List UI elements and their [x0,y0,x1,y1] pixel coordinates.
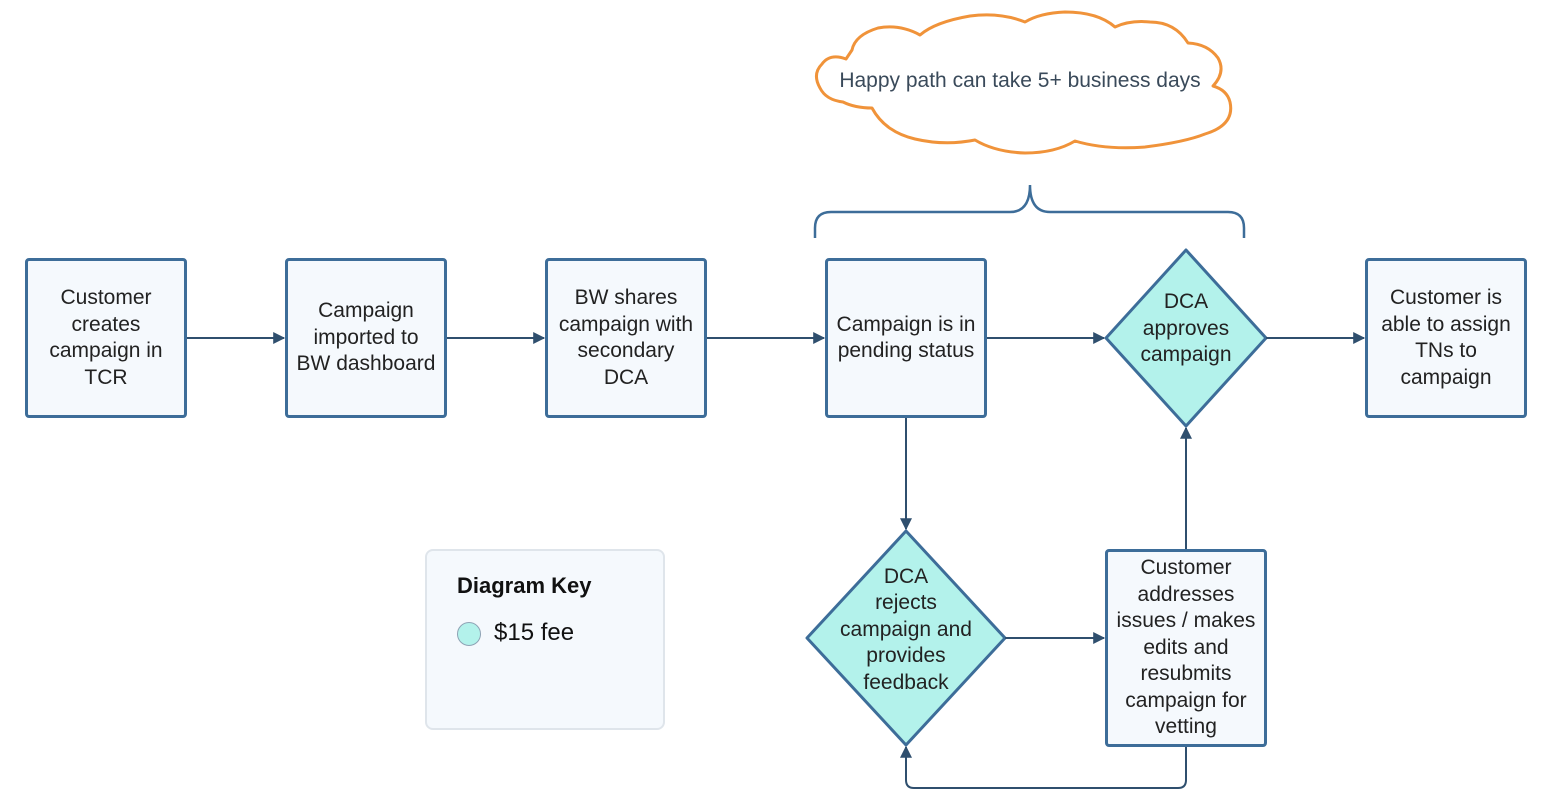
cloud-shape [815,10,1233,155]
node-customer-resubmits: Customer addresses issues / makes edits … [1105,549,1267,747]
fee-swatch-icon [457,622,481,646]
decision-label-dca-rejects: DCA rejects campaign and provides feedba… [840,564,972,694]
decision-diamond-rejects [805,529,1007,747]
decision-diamond-approves [1104,248,1268,428]
diagram-key-title: Diagram Key [457,573,592,598]
node-campaign-imported: Campaign imported to BW dashboard [285,258,447,418]
diagram-key-item-label: $15 fee [494,619,575,646]
decision-label-dca-approves: DCA approves campaign [1140,290,1232,367]
diagram-key: Diagram Key $15 fee [425,549,665,730]
cloud-annotation-text: Happy path can take 5+ business days [839,69,1201,92]
happy-path-brace [813,184,1246,238]
node-customer-creates-campaign: Customer creates campaign in TCR [25,258,187,418]
node-customer-assigns-tns: Customer is able to assign TNs to campai… [1365,258,1527,418]
node-campaign-pending: Campaign is in pending status [825,258,987,418]
node-bw-shares-campaign: BW shares campaign with secondary DCA [545,258,707,418]
edge-resubmit-loop-to-rejects [900,745,1187,789]
